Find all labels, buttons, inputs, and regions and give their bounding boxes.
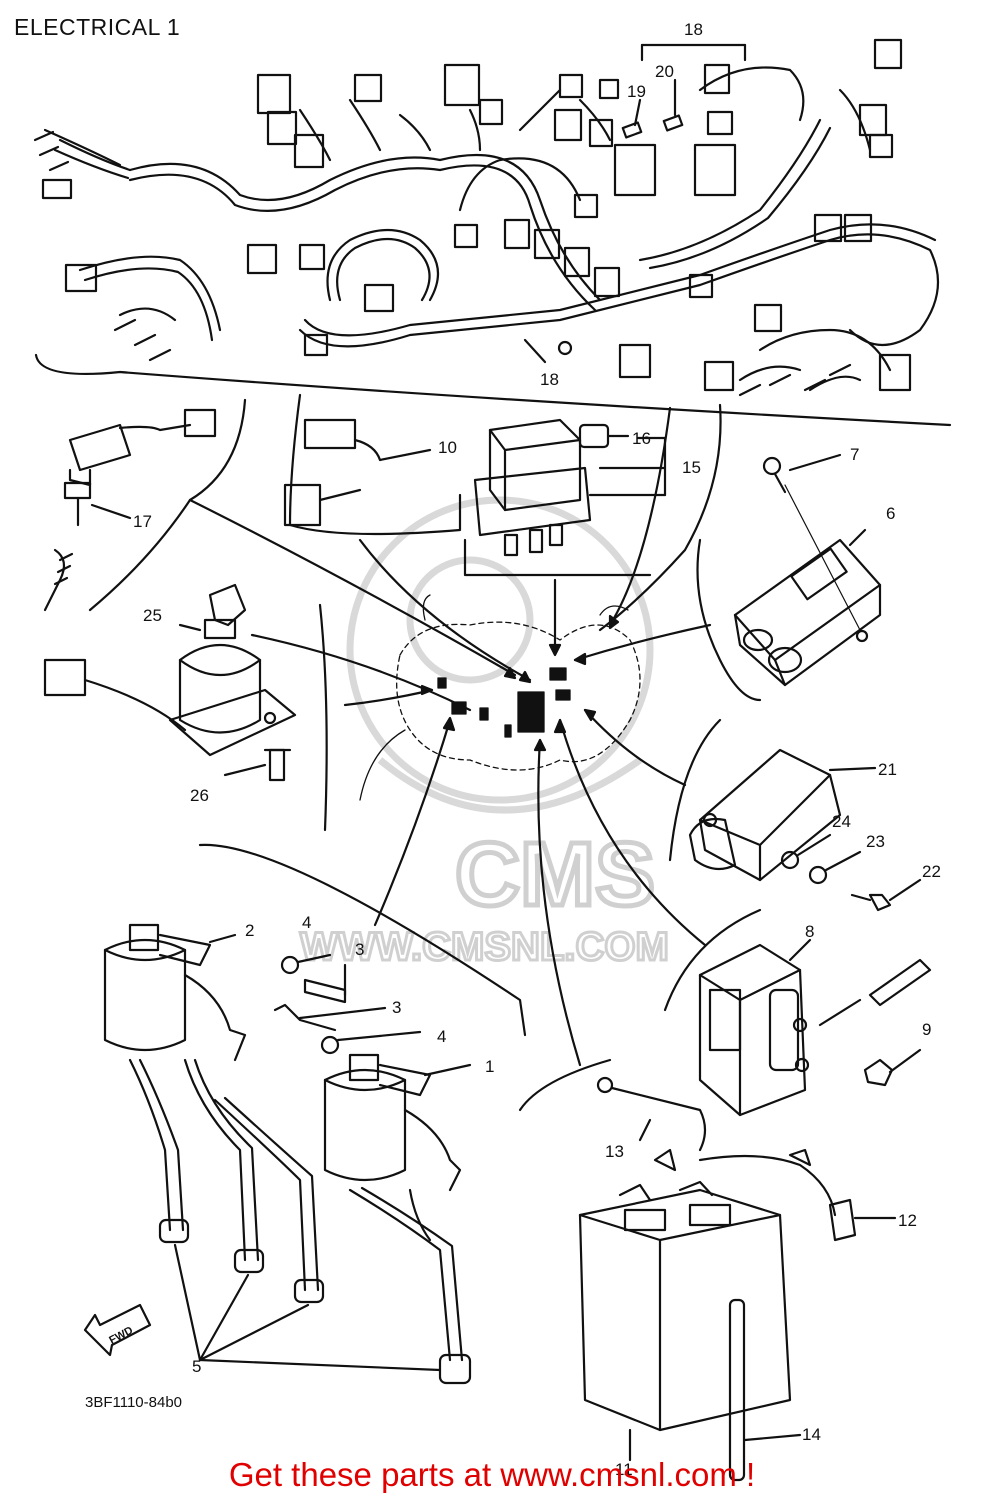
section-dividers (88, 393, 762, 1112)
callout-13: 13 (605, 1142, 624, 1161)
callout-6: 6 (886, 504, 895, 523)
callout-26: 26 (190, 786, 209, 805)
watermark-url: WWW.CMSNL.COM (300, 925, 669, 969)
callout-labels: 1 2 3 3 4 4 5 6 7 8 9 10 11 12 13 14 15 … (133, 20, 941, 1479)
callout-21: 21 (878, 760, 897, 779)
callout-10: 10 (438, 438, 457, 457)
callout-18a: 18 (684, 20, 703, 39)
callout-1: 1 (485, 1057, 494, 1076)
callout-8: 8 (805, 922, 814, 941)
frame-sketch (359, 594, 641, 801)
callout-19: 19 (627, 82, 646, 101)
callout-20: 20 (655, 62, 674, 81)
page-title: ELECTRICAL 1 (14, 14, 181, 40)
callout-17: 17 (133, 512, 152, 531)
callout-14: 14 (802, 1425, 821, 1444)
forward-arrow-icon (83, 1303, 152, 1357)
callout-15: 15 (682, 458, 701, 477)
callout-3a: 3 (355, 940, 364, 959)
callout-2: 2 (245, 921, 254, 940)
callout-4b: 4 (437, 1027, 446, 1046)
callout-25: 25 (143, 606, 162, 625)
callout-23: 23 (866, 832, 885, 851)
callout-18b: 18 (540, 370, 559, 389)
spark-plug-cap-icon (128, 1058, 472, 1385)
rectifier-regulator-icon (688, 748, 922, 912)
main-switch-icon (43, 583, 297, 782)
callout-9: 9 (922, 1020, 931, 1039)
watermark: CMS WWW.CMSNL.COM (299, 496, 670, 971)
callout-3b: 3 (392, 998, 401, 1017)
relay-icon (473, 418, 667, 557)
callout-11: 11 (615, 1460, 633, 1479)
callout-7: 7 (850, 445, 859, 464)
callout-16: 16 (632, 429, 651, 448)
ignition-coil-icon (103, 923, 472, 1192)
callout-4a: 4 (302, 913, 311, 932)
drawing-code: 3BF1110-84b0 (85, 1394, 182, 1411)
side-stand-switch-icon (43, 408, 217, 612)
callout-5: 5 (192, 1357, 201, 1376)
forward-arrow-label: FWD (107, 1324, 135, 1346)
watermark-brand: CMS (455, 825, 655, 925)
callout-22: 22 (922, 862, 941, 881)
battery-icon (578, 1180, 802, 1482)
diode-icon (283, 418, 432, 527)
callout-12: 12 (898, 1211, 917, 1230)
cmsnl-link-banner[interactable]: Get these parts at www.cmsnl.com ! (228, 1456, 756, 1493)
cdi-unit-icon (733, 453, 882, 687)
callout-24: 24 (832, 812, 851, 831)
battery-lead-icon (596, 1076, 897, 1242)
starter-relay-icon (698, 938, 932, 1117)
wiring-harness-icon (33, 38, 952, 427)
